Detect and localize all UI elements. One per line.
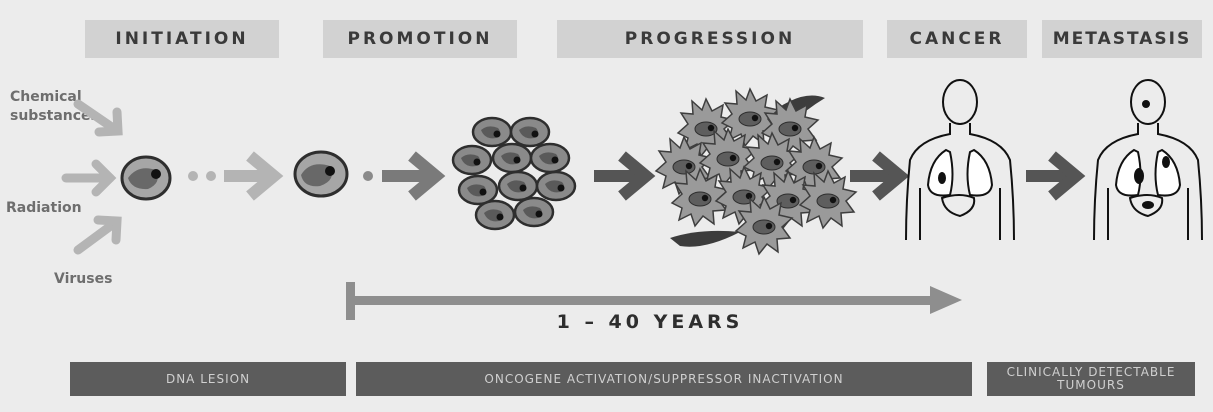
agent-radiation-label: Radiation	[6, 200, 82, 216]
promotion-arrow	[363, 151, 446, 201]
stage-initiation: INITIATION	[85, 20, 279, 58]
timeline-label: 1 – 40 YEARS	[556, 311, 744, 333]
cancer-body-outline	[905, 79, 1015, 241]
initiated-cell	[293, 150, 349, 198]
agent-arrows	[61, 99, 123, 255]
initiation-arrow	[188, 151, 284, 201]
metastasis-body-outline	[1093, 79, 1203, 241]
agent-chemical-label: Chemical substances	[10, 88, 99, 126]
stage-cancer: CANCER	[887, 20, 1027, 58]
agent-viruses-label: Viruses	[54, 271, 113, 287]
tumour-cell-mass	[655, 88, 857, 255]
normal-cell	[120, 155, 172, 201]
bar-clinically-detectable-line2: TUMOURS	[1057, 378, 1125, 392]
agent-chemical-line1: Chemical	[10, 89, 82, 105]
progression-arrow	[594, 151, 656, 201]
bar-dna-lesion: DNA LESION	[70, 362, 346, 396]
promoted-cell-cluster	[451, 116, 577, 231]
bar-clinically-detectable: CLINICALLY DETECTABLE TUMOURS	[987, 362, 1195, 396]
bar-oncogene-activation: ONCOGENE ACTIVATION/SUPPRESSOR INACTIVAT…	[356, 362, 972, 396]
metastasis-arrow	[1026, 151, 1086, 201]
stage-progression: PROGRESSION	[557, 20, 863, 58]
stage-metastasis: METASTASIS	[1042, 20, 1202, 58]
stage-promotion: PROMOTION	[323, 20, 517, 58]
bar-clinically-detectable-line1: CLINICALLY DETECTABLE	[1006, 365, 1176, 379]
agent-chemical-line2: substances	[10, 108, 99, 124]
cancer-arrow	[850, 151, 910, 201]
timeline-arrow	[346, 282, 962, 320]
